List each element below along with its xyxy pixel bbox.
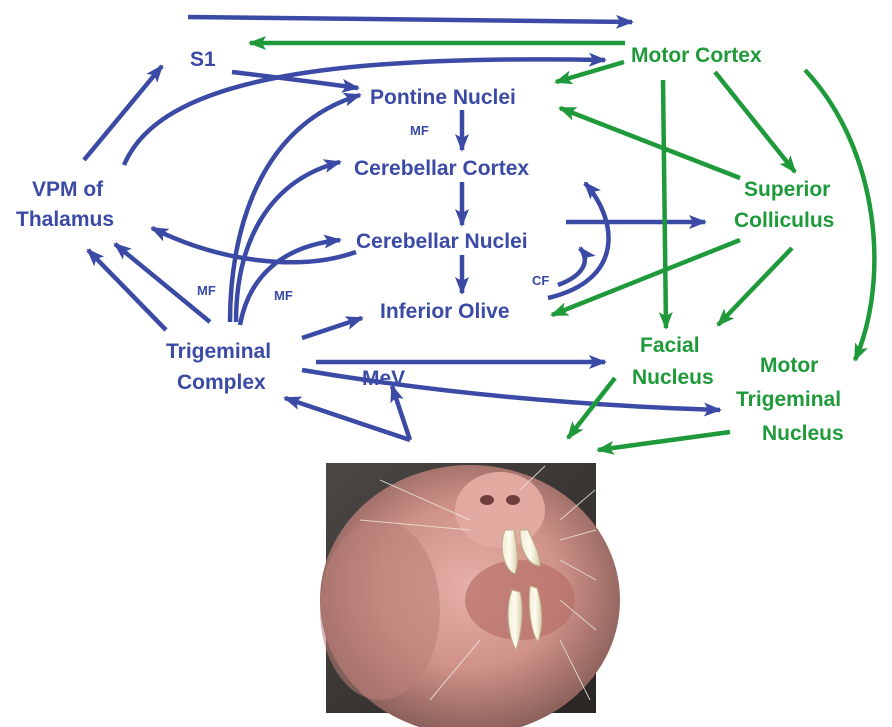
edge-trigeminal-to-vpm-2 [86, 248, 168, 332]
node-motor-cortex: Motor Cortex [631, 44, 762, 67]
edge-vpm-to-motor-cortex [121, 52, 607, 166]
node-cerebellar-nuclei: Cerebellar Nuclei [356, 230, 528, 253]
label-mf-right: MF [274, 288, 293, 303]
svg-text:Trigeminal: Trigeminal [166, 340, 271, 363]
svg-text:Nucleus: Nucleus [762, 422, 844, 445]
fiber-labels: MF MF MF CF [197, 123, 549, 303]
edge-trigeminal-to-pontine [227, 92, 362, 323]
svg-text:Trigeminal: Trigeminal [736, 388, 841, 411]
edge-trigeminal-to-cerebellar-nuclei [237, 234, 342, 326]
node-cerebellar-cortex: Cerebellar Cortex [354, 157, 529, 180]
edge-motor-cortex-to-facial [658, 79, 673, 330]
label-mf-pontine: MF [410, 123, 429, 138]
edge-periphery-to-mev [389, 384, 413, 441]
edge-motor-cortex-to-motor-trigeminal [803, 68, 877, 362]
edge-sc-to-facial [716, 246, 794, 327]
node-mev: MeV [362, 367, 405, 390]
svg-text:Facial: Facial [640, 334, 700, 357]
edge-olive-to-cerebellar-nuclei-cf [557, 246, 596, 288]
edge-sc-to-pontine [558, 105, 741, 181]
label-cf: CF [532, 273, 549, 288]
node-pontine-nuclei: Pontine Nuclei [370, 86, 516, 109]
edge-cerebellar-nuclei-to-vpm [150, 225, 357, 265]
svg-text:Complex: Complex [177, 371, 266, 394]
edge-periphery-to-trigeminal [283, 395, 411, 443]
node-motor-trigeminal-nucleus: Motor Trigeminal Nucleus [736, 354, 844, 445]
edge-motor-cortex-to-sc [713, 70, 797, 174]
blue-edges [82, 14, 722, 443]
node-superior-colliculus: Superior Colliculus [734, 178, 834, 232]
svg-text:Superior: Superior [744, 178, 830, 201]
green-edges [248, 36, 877, 455]
node-inferior-olive: Inferior Olive [380, 300, 510, 323]
edge-sc-to-olive [550, 237, 741, 318]
edge-s1-to-motor-cortex [187, 14, 634, 29]
edge-motor-trigeminal-to-periphery [596, 429, 731, 455]
edge-vpm-to-s1 [82, 64, 164, 162]
node-trigeminal-complex: Trigeminal Complex [166, 340, 271, 394]
node-labels: S1 Motor Cortex Pontine Nuclei Cerebella… [16, 44, 844, 445]
edge-trigeminal-to-vpm-1 [113, 242, 212, 324]
node-facial-nucleus: Facial Nucleus [632, 334, 714, 389]
edge-trigeminal-to-motor-trigeminal [301, 367, 722, 417]
edge-facial-to-periphery [566, 376, 617, 440]
svg-text:Motor: Motor [760, 354, 818, 377]
edge-motor-cortex-to-pontine [554, 59, 625, 85]
node-vpm-thalamus: VPM of Thalamus [16, 178, 114, 231]
node-s1: S1 [190, 48, 216, 71]
svg-text:Thalamus: Thalamus [16, 208, 114, 231]
svg-text:VPM of: VPM of [32, 178, 104, 201]
label-mf-left: MF [197, 283, 216, 298]
naked-mole-rat-photo [320, 463, 620, 727]
svg-text:Colliculus: Colliculus [734, 209, 834, 232]
svg-text:Nucleus: Nucleus [632, 366, 714, 389]
edge-olive-to-cerebellar-cortex-cf [547, 181, 611, 301]
edge-trigeminal-to-cerebellar-cortex [233, 159, 342, 323]
edge-s1-to-pontine [231, 69, 360, 93]
edge-trigeminal-to-olive [301, 315, 364, 341]
